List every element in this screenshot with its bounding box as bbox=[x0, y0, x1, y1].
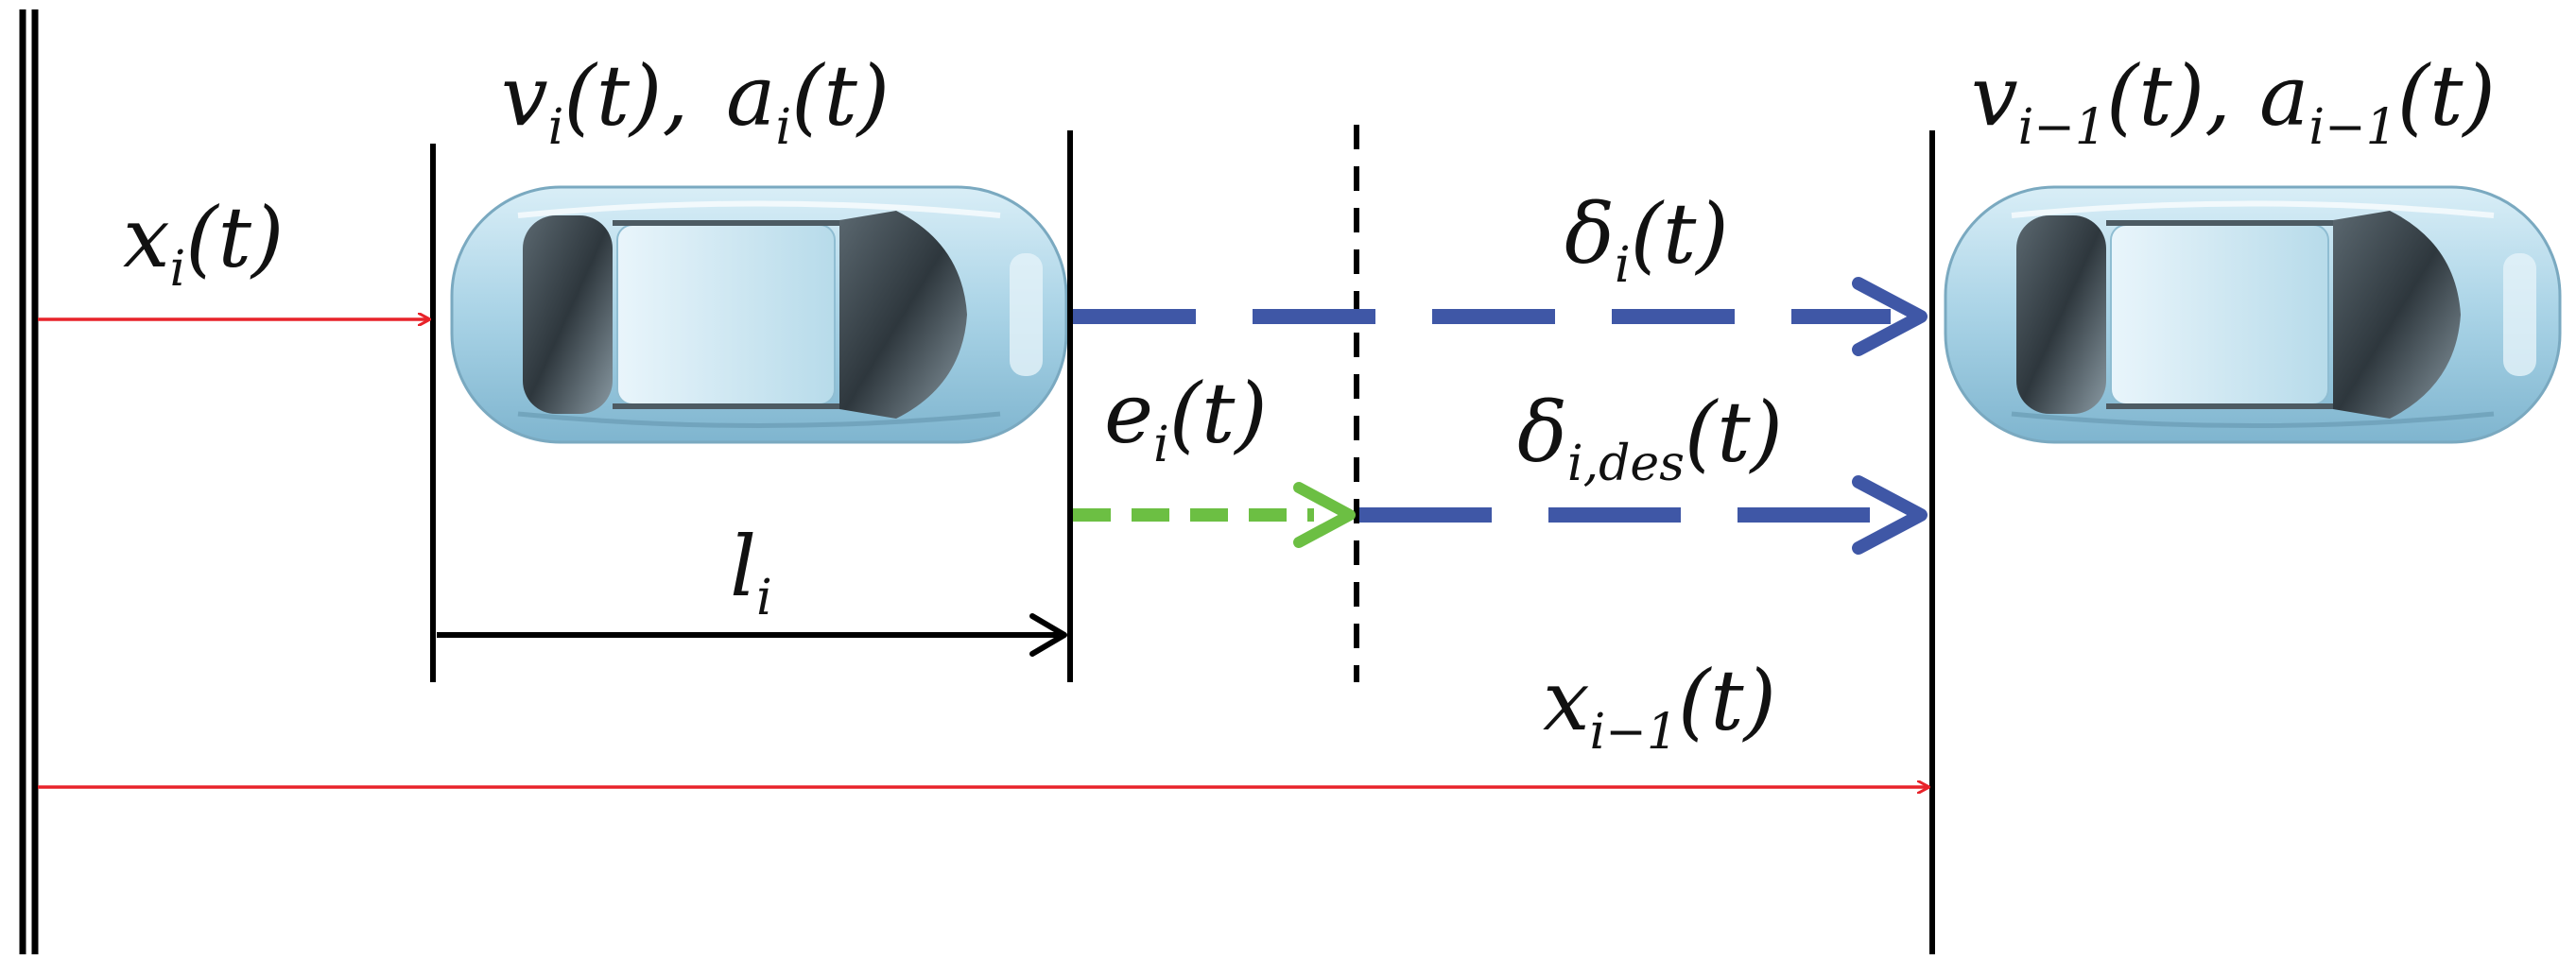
follower-position-label: xi(t) bbox=[123, 189, 284, 298]
follower-velocity-label: vi(t), bbox=[501, 47, 688, 156]
desired-gap-label: δi,des(t) bbox=[1517, 384, 1783, 492]
leader-velocity-label: vi−1(t), bbox=[1971, 47, 2231, 156]
spacing-error-label: ei(t) bbox=[1104, 365, 1268, 473]
desired-gap-arrowhead bbox=[1852, 475, 1928, 555]
actual-gap-label: δi(t) bbox=[1565, 185, 1729, 294]
follower-car bbox=[452, 187, 1066, 442]
vehicle-length-label: li bbox=[730, 518, 772, 626]
follower-accel-label: ai(t) bbox=[726, 47, 890, 156]
leader-position-label: xi−1(t) bbox=[1543, 652, 1776, 761]
vehicle-length-arrowhead bbox=[1029, 613, 1067, 657]
leader-car bbox=[1945, 187, 2560, 442]
spacing-error-arrowhead bbox=[1293, 482, 1356, 548]
actual-gap-arrowhead bbox=[1852, 277, 1928, 356]
leader-accel-label: ai−1(t) bbox=[2259, 47, 2496, 156]
